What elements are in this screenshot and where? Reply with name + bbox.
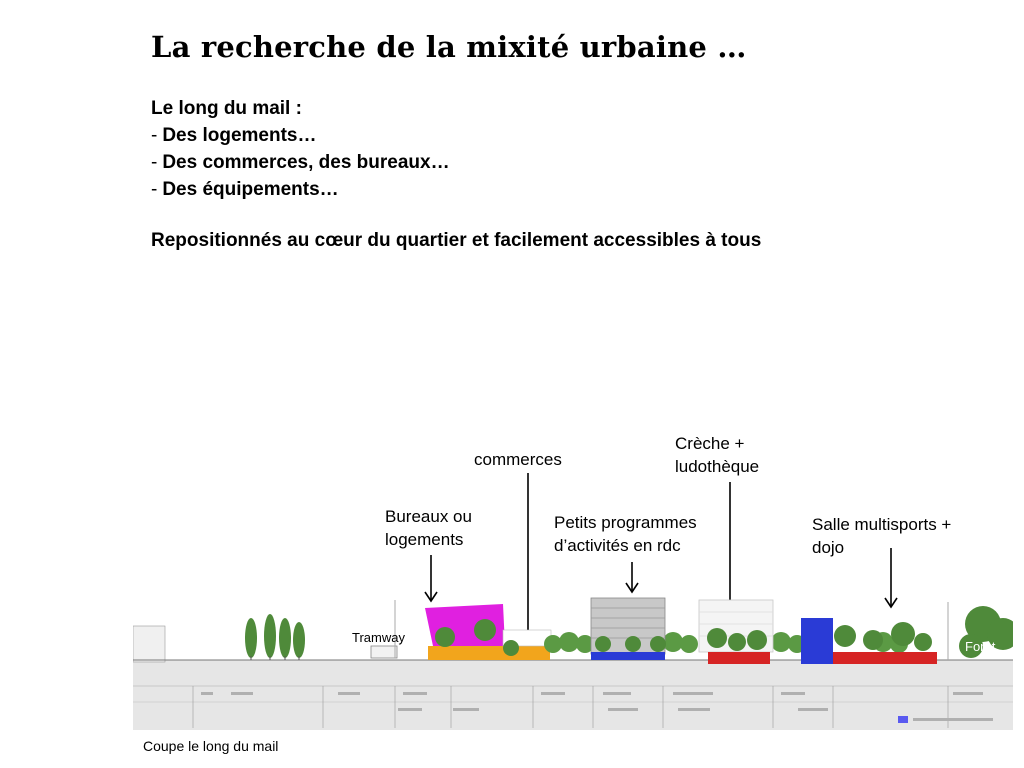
building-commerces <box>428 646 550 660</box>
label-creche-line2: ludothèque <box>675 457 760 476</box>
intro-block: Le long du mail : -Des logements… -Des c… <box>151 95 450 203</box>
arrow-petits-programmes <box>625 562 639 594</box>
arrow-bureaux <box>424 555 438 603</box>
bullet-dash: - <box>151 125 158 146</box>
label-petits-line1: Petits programmes <box>554 513 697 532</box>
cross-section-drawing <box>133 597 1013 730</box>
label-bureaux-line2: logements <box>385 530 464 549</box>
diagram-caption: Coupe le long du mail <box>143 738 279 754</box>
label-salle-line1: Salle multisports + <box>812 515 952 534</box>
label-creche-line1: Crèche + <box>675 434 745 453</box>
label-petits-programmes: Petits programmes d’activités en rdc <box>554 511 697 557</box>
label-bureaux-line1: Bureaux ou <box>385 507 472 526</box>
list-item: -Des commerces, des bureaux… <box>151 149 450 176</box>
list-item: -Des logements… <box>151 122 450 149</box>
trees-middle <box>544 632 908 653</box>
label-tramway: Tramway <box>352 630 405 645</box>
section-ground <box>133 660 1013 730</box>
legend-swatch <box>898 716 908 723</box>
list-item-text: Des équipements… <box>162 179 339 200</box>
trees-forest <box>959 606 1013 658</box>
label-petits-line2: d’activités en rdc <box>554 536 681 555</box>
tramway-vehicle <box>370 645 398 659</box>
intro-heading: Le long du mail : <box>151 98 302 119</box>
building-salle-multisports <box>801 618 833 664</box>
list-item-text: Des logements… <box>162 125 317 146</box>
building-creche <box>708 652 770 664</box>
bullet-dash: - <box>151 152 158 173</box>
label-commerces: commerces <box>474 450 562 469</box>
trees-left <box>245 614 305 658</box>
list-item: -Des équipements… <box>151 176 450 203</box>
arrow-salle <box>884 548 898 609</box>
slide-title: La recherche de la mixité urbaine … <box>151 30 747 64</box>
bullet-dash: - <box>151 179 158 200</box>
label-salle-line2: dojo <box>812 538 845 557</box>
label-bureaux: Bureaux ou logements <box>385 505 472 551</box>
left-wall <box>133 625 166 663</box>
label-creche: Crèche + ludothèque <box>675 432 759 478</box>
label-salle-multisports: Salle multisports + dojo <box>812 513 951 559</box>
label-foret: Forêt <box>965 639 996 654</box>
list-item-text: Des commerces, des bureaux… <box>162 152 450 173</box>
claim-text: Repositionnés au cœur du quartier et fac… <box>151 230 762 251</box>
